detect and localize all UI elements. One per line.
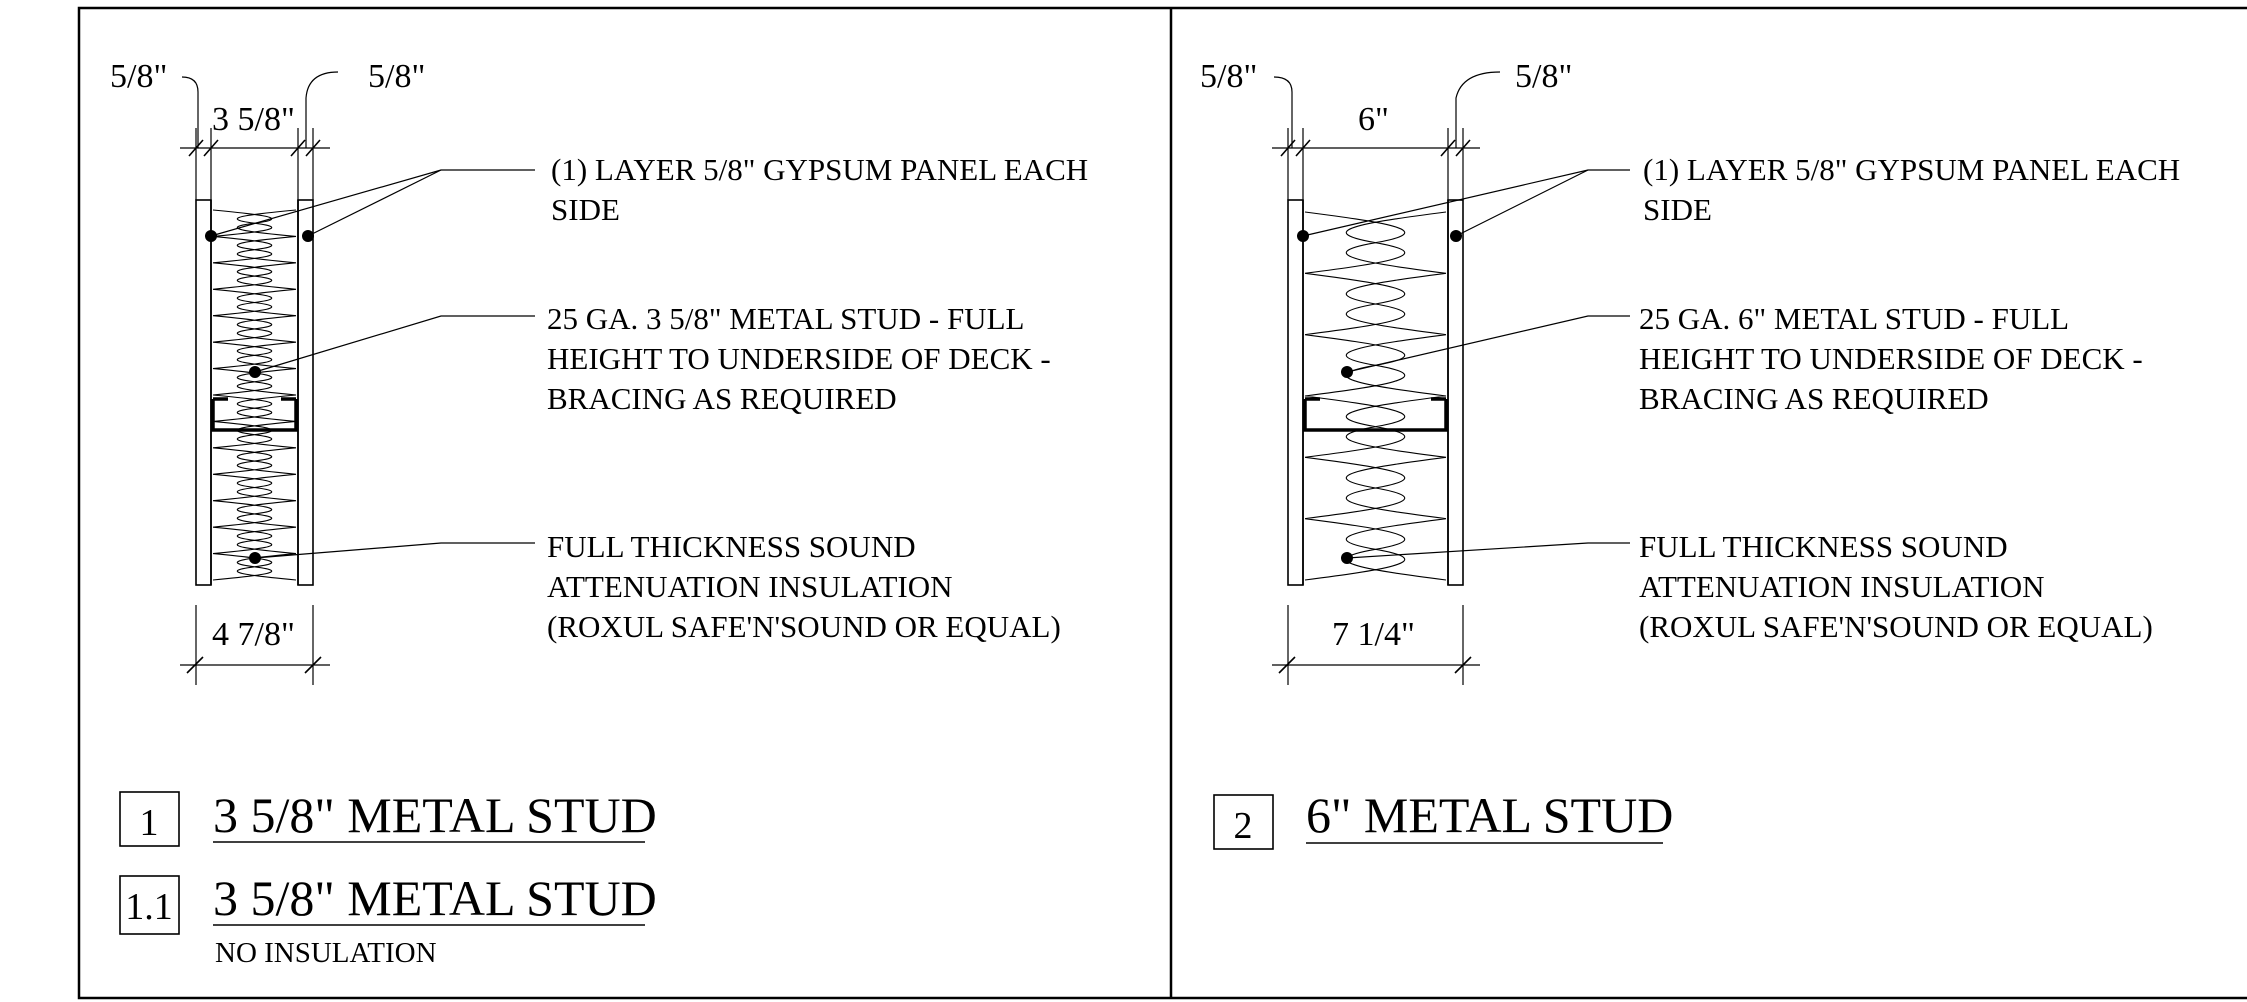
dim-stud-depth: 3 5/8" (212, 101, 295, 138)
dim-gypsum-left: 5/8" (110, 58, 167, 95)
sheet-border (77, 6, 2247, 1000)
insulation-batt (1304, 211, 1447, 581)
dim-gypsum-right: 5/8" (368, 58, 425, 95)
detail-1-1: 1.1 3 5/8" METAL STUD NO INSULATION (119, 870, 657, 969)
note-stud-1: 25 GA. 3 5/8" METAL STUD - FULL HEIGHT T… (547, 301, 1059, 416)
bottom-dimension-2: 7 1/4" (1272, 605, 1480, 685)
detail-mark-1-1: 1.1 (125, 886, 173, 928)
note-gypsum-1: (1) LAYER 5/8" GYPSUM PANEL EACH SIDE (551, 152, 1096, 227)
detail-title-1: 3 5/8" METAL STUD (213, 787, 657, 843)
detail-mark-box-1 (119, 791, 180, 847)
leaders-1 (210, 169, 535, 559)
gypsum-panel-left (195, 199, 212, 586)
wall-section-2 (1287, 199, 1464, 586)
dim-gypsum-right: 5/8" (1515, 58, 1572, 95)
dim-stud-depth: 6" (1358, 101, 1389, 138)
dim-overall-width: 7 1/4" (1332, 616, 1415, 653)
gypsum-panel-right (297, 199, 314, 586)
note-insulation-1: FULL THICKNESS SOUND ATTENUATION INSULAT… (547, 529, 1061, 644)
insulation-batt (212, 209, 297, 581)
detail-title-1-1: 3 5/8" METAL STUD (213, 870, 657, 926)
detail-2: 5/8" 5/8" 6" 7 1/4" (1) LAYER 5/8" GYPSU… (1200, 58, 2188, 850)
top-dimension-2: 5/8" 5/8" 6" (1200, 58, 1572, 200)
metal-stud-section (211, 397, 298, 432)
detail-mark-box-1-1 (119, 875, 180, 935)
metal-stud-section (1303, 397, 1448, 432)
note-insulation-2: FULL THICKNESS SOUND ATTENUATION INSULAT… (1639, 529, 2153, 644)
note-gypsum-2: (1) LAYER 5/8" GYPSUM PANEL EACH SIDE (1643, 152, 2188, 227)
note-stud-2: 25 GA. 6" METAL STUD - FULL HEIGHT TO UN… (1639, 301, 2151, 416)
insulation-pattern (1304, 211, 1447, 581)
detail-title-2: 6" METAL STUD (1306, 787, 1673, 843)
detail-mark-1: 1 (140, 802, 159, 844)
leaders-2 (1302, 169, 1630, 559)
gypsum-panel-right (1447, 199, 1464, 586)
detail-mark-box-2 (1213, 794, 1274, 850)
dim-overall-width: 4 7/8" (212, 616, 295, 653)
detail-subtitle-1-1: NO INSULATION (215, 937, 437, 969)
wall-section-1 (195, 199, 314, 586)
bottom-dimension-1: 4 7/8" (180, 605, 330, 685)
detail-mark-2: 2 (1234, 805, 1253, 847)
top-dimension-1: 5/8" 5/8" 3 5/8" (110, 58, 425, 200)
insulation-pattern (212, 209, 297, 581)
detail-1: 5/8" 5/8" 3 5/8" 4 7/8" (1) LAYER 5/8" G… (110, 58, 1096, 847)
dim-gypsum-left: 5/8" (1200, 58, 1257, 95)
gypsum-panel-left (1287, 199, 1304, 586)
